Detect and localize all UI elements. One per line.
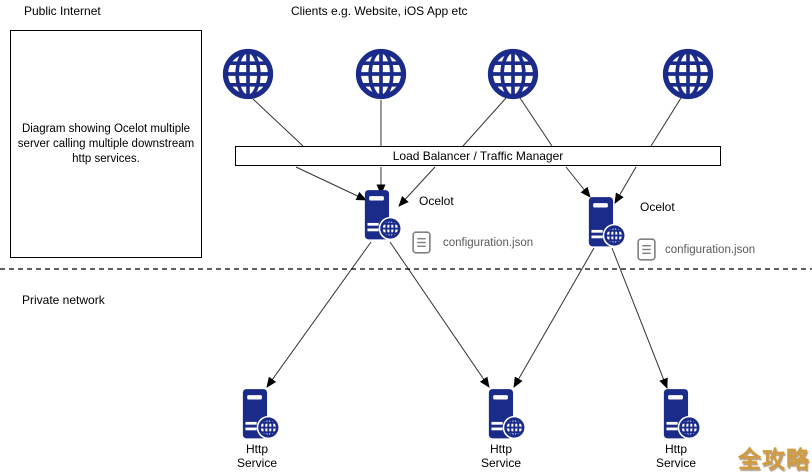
configuration-file-icon: [412, 231, 431, 254]
ocelot-server-icon: [588, 196, 626, 250]
client-globe-icon: [662, 48, 714, 100]
configuration-file-label: configuration.json: [665, 244, 756, 256]
client-globe-icon: [355, 48, 407, 100]
http-service-label: Http Service: [480, 442, 521, 470]
load-balancer-box: Load Balancer / Traffic Manager: [235, 146, 721, 166]
watermark-text: 全攻略: [738, 446, 810, 472]
description-note-text: Diagram showing Ocelot multiple server c…: [17, 122, 195, 165]
http-service-server-icon: [663, 388, 701, 442]
description-note-box: Diagram showing Ocelot multiple server c…: [10, 30, 202, 258]
client-globe-icon: [487, 48, 539, 100]
private-network-label: Private network: [22, 293, 105, 307]
ocelot-label: Ocelot: [419, 194, 454, 208]
client-globe-icon: [222, 48, 274, 100]
http-service-label: Http Service: [236, 442, 277, 470]
ocelot-server-icon: [364, 189, 402, 243]
http-service-server-icon: [242, 388, 280, 442]
http-service-label: Http Service: [655, 442, 696, 470]
configuration-file-icon: [637, 238, 656, 261]
configuration-file-label: configuration.json: [443, 237, 534, 249]
load-balancer-label: Load Balancer / Traffic Manager: [392, 149, 564, 163]
public-internet-label: Public Internet: [24, 4, 101, 18]
clients-caption: Clients e.g. Website, iOS App etc: [291, 4, 468, 18]
ocelot-label: Ocelot: [640, 200, 675, 214]
http-service-server-icon: [488, 388, 526, 442]
